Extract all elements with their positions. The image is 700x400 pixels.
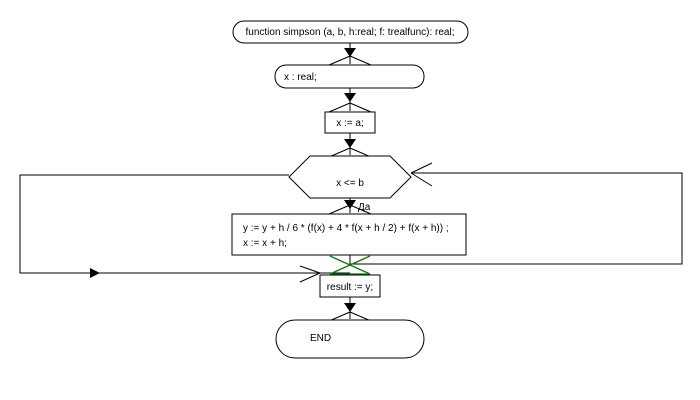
loop-body-node: y := y + h / 6 * (f(x) + 4 * f(x + h / 2… bbox=[231, 213, 467, 256]
init-node: x := a; bbox=[324, 111, 376, 134]
init-text: x := a; bbox=[336, 118, 364, 129]
connector-header-to-declaration bbox=[328, 43, 372, 66]
function-header-node: function simpson (a, b, h:real; f: treal… bbox=[232, 20, 469, 44]
loop-body-line-2: x := x + h; bbox=[243, 238, 287, 249]
loop-condition-node: x <= b bbox=[288, 155, 412, 199]
loop-body-line-1: y := y + h / 6 * (f(x) + 4 * f(x + h / 2… bbox=[243, 223, 449, 234]
loop-condition-text: x <= b bbox=[336, 178, 364, 189]
result-text: result := y; bbox=[327, 282, 373, 293]
connector-result-to-end bbox=[328, 297, 372, 322]
end-text: END bbox=[310, 333, 331, 344]
yes-label: Да bbox=[358, 202, 371, 213]
connector-declaration-to-init bbox=[328, 88, 372, 113]
connector-init-to-condition bbox=[328, 133, 372, 158]
function-header-text: function simpson (a, b, h:real; f: treal… bbox=[246, 27, 455, 38]
join-marker-icon bbox=[329, 255, 371, 275]
loop-exit-edge bbox=[19, 174, 350, 283]
declaration-node: x : real; bbox=[274, 64, 425, 89]
result-node: result := y; bbox=[319, 274, 381, 298]
connector-condition-to-body: Да bbox=[328, 198, 372, 215]
declaration-text: x : real; bbox=[284, 72, 317, 83]
loop-back-edge bbox=[349, 162, 683, 265]
end-node: END bbox=[275, 319, 425, 359]
